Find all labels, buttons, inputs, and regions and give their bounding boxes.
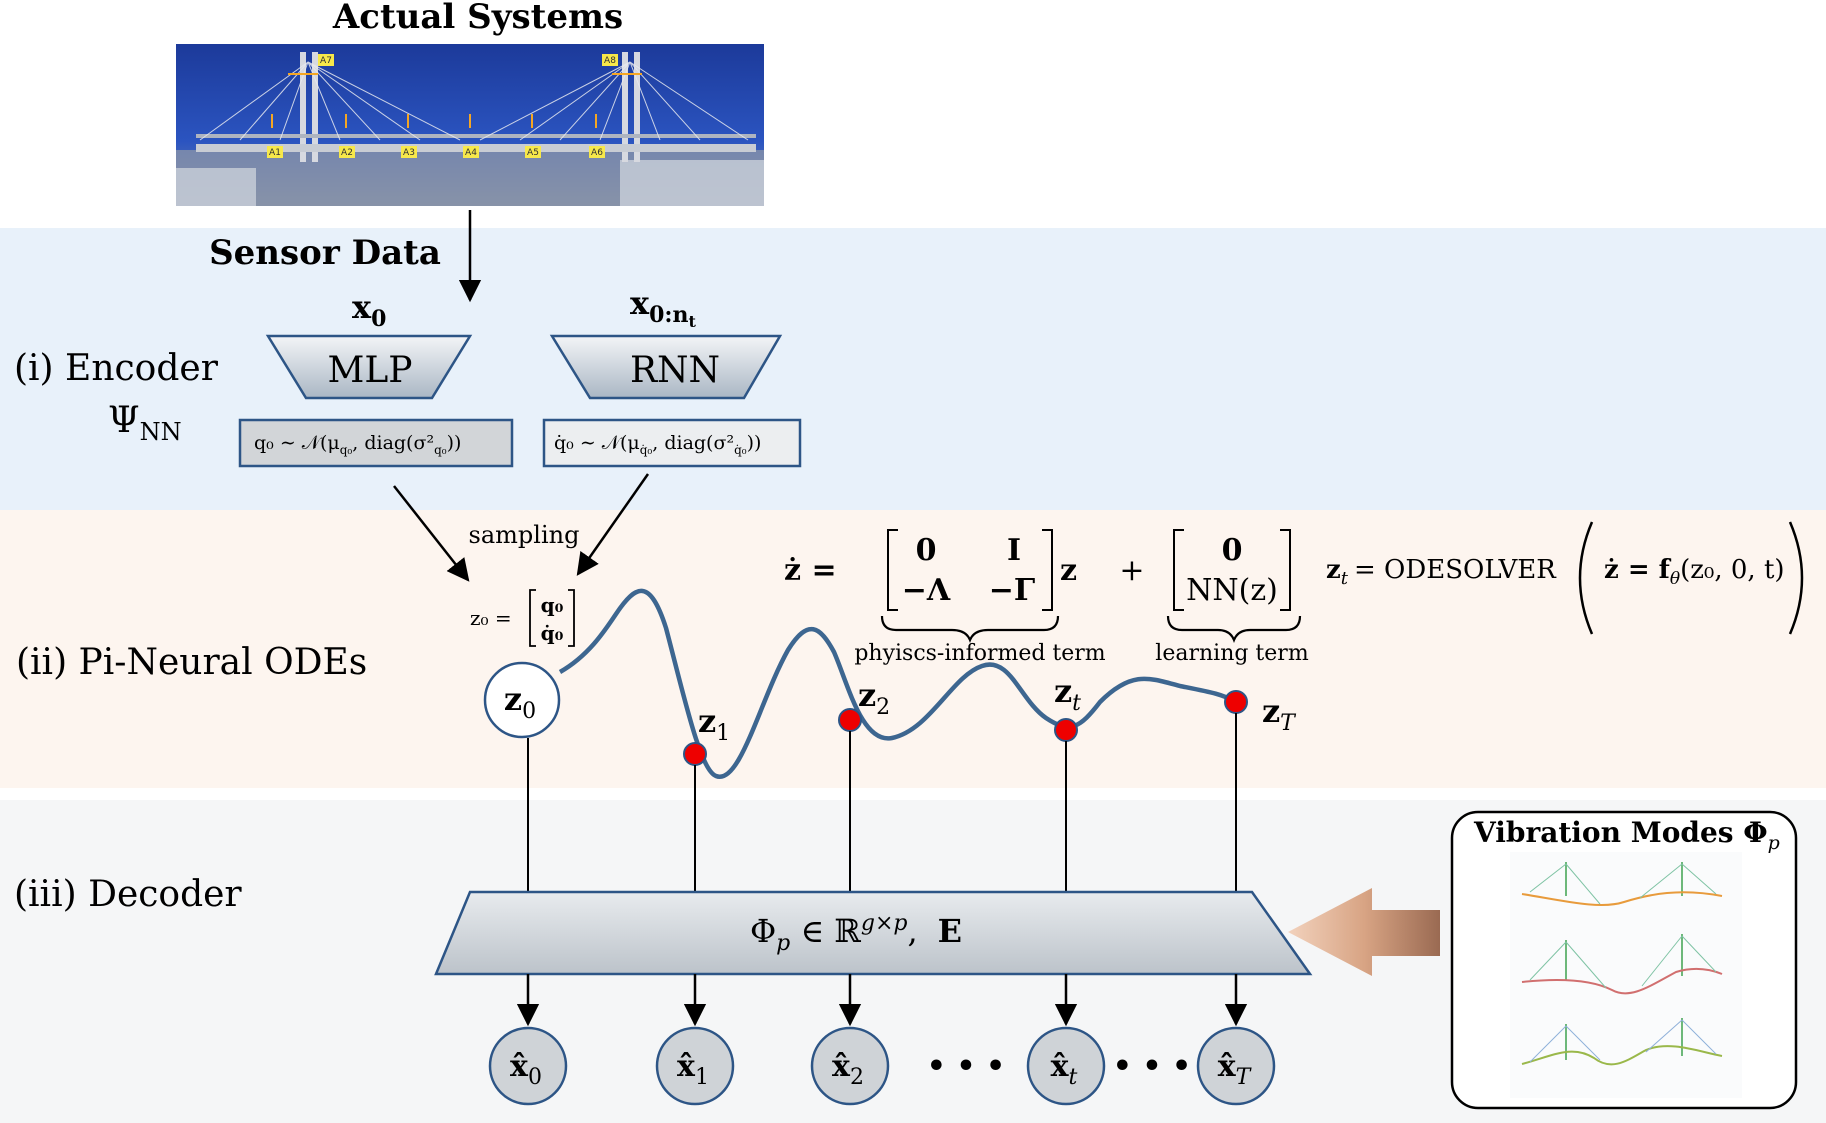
ode-equation-lhs: ż = bbox=[784, 553, 837, 588]
ellipsis-right: • • • bbox=[1113, 1049, 1191, 1084]
bridge-photo: A1 A2 A3 A4 A5 A6 A7 A8 bbox=[176, 44, 764, 206]
decoder-section-label: (iii) Decoder bbox=[14, 874, 242, 915]
encoder-label: (i) Encoder bbox=[14, 348, 219, 389]
learning-term-brace bbox=[1166, 615, 1302, 643]
vibration-modes-title: Vibration Modes Φp bbox=[1473, 816, 1780, 854]
output-label-xT: x̂T bbox=[1218, 1049, 1253, 1090]
mlp-input-label: x0 bbox=[352, 288, 386, 332]
state-label-z2: z2 bbox=[858, 676, 890, 720]
output-node-xT bbox=[1196, 1026, 1276, 1106]
mlp-distribution-box bbox=[238, 418, 514, 468]
state-label-z0: z0 bbox=[504, 680, 536, 724]
sensor-data-label: Sensor Data bbox=[209, 233, 441, 273]
matrix-a12: I bbox=[1007, 533, 1021, 568]
state-label-zT: zT bbox=[1262, 692, 1297, 736]
rnn-label: RNN bbox=[630, 350, 720, 391]
mlp-distribution-text: q₀ ∼ 𝒩(μq₀, diag(σ²q₀)) bbox=[254, 432, 461, 457]
learning-vector-bottom: NN(z) bbox=[1186, 573, 1278, 608]
sensor-tag-a7: A7 bbox=[320, 56, 332, 66]
solver-paren-right bbox=[1788, 521, 1804, 635]
decoder-block-text: Φp ∈ ℝg×p,E bbox=[750, 911, 962, 956]
ellipsis-left: • • • bbox=[927, 1049, 1005, 1084]
sampling-arrow-left bbox=[393, 485, 470, 582]
solver-argument: ż = fθ(z₀, 0, t) bbox=[1604, 555, 1785, 589]
rnn-distribution-box bbox=[542, 418, 802, 468]
modes-to-decoder-arrow bbox=[1288, 888, 1440, 976]
output-node-x2 bbox=[810, 1026, 890, 1106]
matrix-a11: 0 bbox=[916, 533, 937, 568]
physics-term-label: phyiscs-informed term bbox=[854, 641, 1105, 666]
actual-systems-title: Actual Systems bbox=[332, 0, 623, 37]
matrix-a21: −Λ bbox=[902, 573, 951, 608]
sensor-tag-a1: A1 bbox=[269, 148, 281, 158]
sensor-tag-a3: A3 bbox=[403, 148, 415, 158]
output-label-x2: x̂2 bbox=[832, 1049, 864, 1090]
z0-vector-top: q₀ bbox=[541, 593, 564, 617]
matrix-a22: −Γ bbox=[989, 573, 1035, 608]
output-node-x1 bbox=[655, 1026, 735, 1106]
sampling-arrow-right bbox=[576, 473, 650, 576]
ode-section-label: (ii) Pi-Neural ODEs bbox=[16, 642, 367, 683]
sensor-tag-a6: A6 bbox=[591, 148, 603, 158]
latent-trajectory bbox=[558, 588, 1238, 779]
output-node-xt bbox=[1026, 1026, 1106, 1106]
learning-term-label: learning term bbox=[1155, 641, 1309, 666]
output-label-xt: x̂t bbox=[1051, 1049, 1078, 1090]
learning-vector-bracket bbox=[1173, 529, 1291, 611]
rnn-block bbox=[549, 334, 783, 400]
encoder-symbol: ΨNN bbox=[108, 400, 182, 446]
physics-term-brace bbox=[880, 615, 1060, 643]
learning-vector-top: 0 bbox=[1222, 533, 1243, 568]
z0-vector-bottom: q̇₀ bbox=[541, 621, 564, 645]
state-node-z0 bbox=[483, 661, 561, 739]
output-label-x1: x̂1 bbox=[677, 1049, 709, 1090]
state-point-zT bbox=[1224, 690, 1248, 714]
rnn-input-label: x0:nt bbox=[630, 284, 697, 331]
z0-vector-bracket bbox=[529, 589, 575, 647]
mlp-label: MLP bbox=[328, 350, 413, 391]
decoder-block bbox=[434, 890, 1313, 976]
state-label-zt: zt bbox=[1054, 672, 1081, 716]
sensor-tag-a2: A2 bbox=[341, 148, 353, 158]
matrix-times-z: z bbox=[1060, 553, 1077, 588]
mode-shape-1 bbox=[1521, 862, 1723, 906]
state-label-z1: z1 bbox=[698, 702, 730, 746]
state-point-z1 bbox=[683, 742, 707, 766]
ode-band bbox=[0, 510, 1826, 788]
solver-equation: zt= ODESOLVER bbox=[1326, 555, 1557, 589]
mode-shape-2 bbox=[1521, 934, 1723, 995]
physics-matrix-bracket bbox=[887, 529, 1053, 611]
output-node-x0 bbox=[488, 1026, 568, 1106]
sensor-tag-a5: A5 bbox=[527, 148, 539, 158]
rnn-distribution-text: q̇₀ ∼ 𝒩(μq̇₀, diag(σ²q̇₀)) bbox=[554, 432, 761, 457]
mode-shape-3 bbox=[1521, 1018, 1723, 1066]
z0-definition-lhs: z₀ = bbox=[470, 606, 512, 630]
mlp-block bbox=[265, 334, 473, 400]
solver-paren-left bbox=[1578, 521, 1594, 635]
output-label-x0: x̂0 bbox=[510, 1049, 542, 1090]
state-point-zt bbox=[1054, 718, 1078, 742]
sensor-tag-a8: A8 bbox=[604, 56, 616, 66]
sampling-label: sampling bbox=[469, 521, 580, 549]
plus-sign: + bbox=[1119, 553, 1144, 588]
sensor-tag-a4: A4 bbox=[465, 148, 477, 158]
